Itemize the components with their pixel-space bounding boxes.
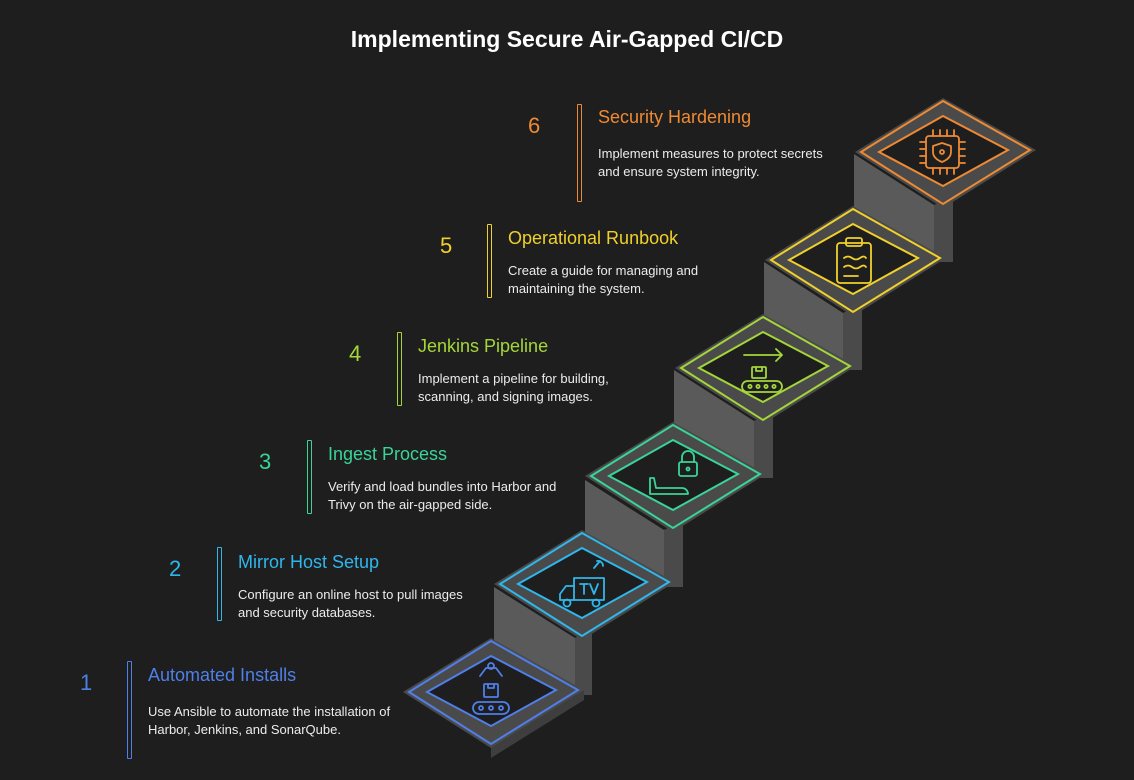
broadcast-van-icon (559, 560, 605, 608)
step-description: Create a guide for managing and maintain… (508, 263, 699, 296)
step-accent-bar (487, 224, 492, 298)
conveyor-arrow-icon (741, 348, 783, 393)
step-accent-bar (577, 104, 582, 202)
step-3-platform (585, 422, 766, 532)
step-accent-bar (127, 661, 132, 759)
step-title: Jenkins Pipeline (418, 336, 549, 356)
page-title: Implementing Secure Air-Gapped CI/CD (350, 26, 784, 52)
step-number: 2 (169, 556, 182, 581)
step-description: Implement measures to protect secrets an… (598, 146, 823, 179)
step-number: 6 (528, 113, 541, 138)
step-accent-bar (307, 440, 312, 514)
step-accent-bar (217, 547, 222, 621)
shield-chip-icon (919, 129, 966, 175)
step-title: Operational Runbook (508, 228, 679, 248)
step-title: Security Hardening (598, 107, 752, 127)
step-title: Automated Installs (148, 665, 297, 685)
lock-tray-icon (649, 450, 698, 495)
step-number: 4 (349, 341, 362, 366)
step-description: Implement a pipeline for building, scann… (418, 371, 609, 404)
step-number: 1 (80, 670, 93, 695)
step-number: 5 (440, 233, 453, 258)
clipboard-icon (836, 237, 872, 284)
step-description: Verify and load bundles into Harbor and … (328, 479, 557, 512)
step-description: Configure an online host to pull images … (238, 587, 463, 620)
step-title: Mirror Host Setup (238, 552, 380, 572)
step-title: Ingest Process (328, 444, 448, 464)
step-number: 3 (259, 449, 272, 474)
step-accent-bar (397, 332, 402, 406)
step-1-platform (403, 638, 584, 748)
robotic-arm-conveyor-icon (472, 662, 510, 715)
step-description: Use Ansible to automate the installation… (148, 704, 391, 737)
